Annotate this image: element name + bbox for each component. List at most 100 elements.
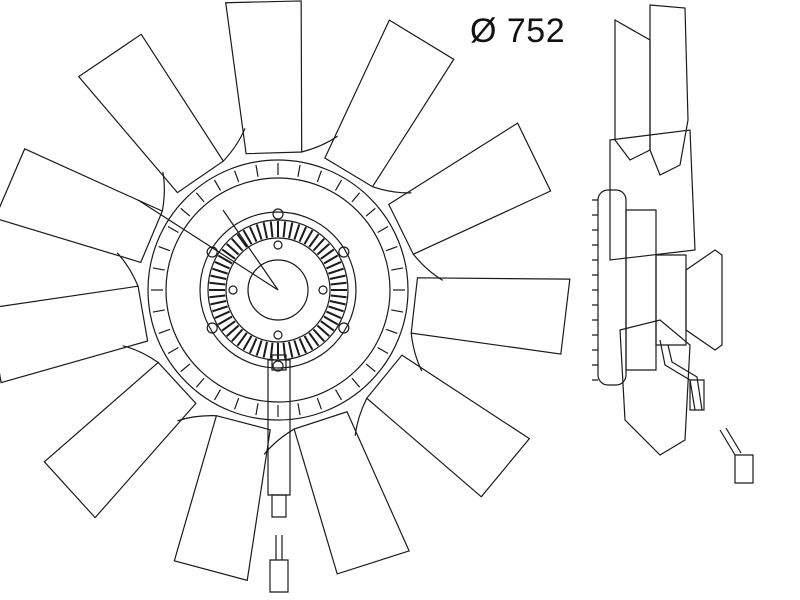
leader-line — [223, 210, 278, 290]
ring-rib — [159, 329, 170, 333]
fan-blade — [389, 123, 551, 254]
ring-rib — [386, 247, 397, 251]
fan-front-view — [0, 1, 570, 592]
sensor-plug — [272, 495, 286, 517]
inner-bolt — [274, 241, 282, 249]
ring-rib — [153, 268, 165, 270]
ring-rib — [317, 171, 321, 182]
fan-blade — [0, 286, 148, 382]
clutch-fin — [326, 312, 341, 319]
clutch-fin — [271, 343, 273, 359]
blade-root-curve — [411, 333, 422, 371]
ring-rib — [181, 364, 190, 372]
sensor-connector — [270, 560, 288, 592]
clutch-fin — [218, 317, 232, 325]
mounting-bolt — [339, 323, 349, 333]
fan-blade — [0, 149, 162, 263]
ring-rib — [235, 398, 239, 409]
clutch-fin — [264, 342, 267, 358]
ring-rib — [298, 165, 300, 177]
side-clutch-plate — [626, 210, 656, 370]
fan-blade — [226, 1, 302, 154]
blade-root-curve — [264, 429, 294, 454]
blade-root-curve — [355, 398, 367, 436]
ring-rib — [215, 180, 221, 190]
clutch-fin — [257, 224, 262, 239]
ring-rib — [352, 193, 360, 202]
ring-rib — [391, 268, 403, 270]
clutch-fin — [326, 262, 341, 269]
clutch-fin — [244, 336, 252, 350]
clutch-fin — [294, 224, 299, 239]
clutch-fin — [309, 234, 318, 247]
clutch-fin — [321, 249, 334, 258]
mounting-bolt — [273, 361, 283, 371]
clutch-fin — [211, 276, 227, 279]
clutch-fin — [324, 317, 338, 325]
fan-blade — [325, 20, 454, 187]
clutch-fin — [264, 223, 267, 239]
ring-rib — [196, 193, 204, 202]
blade-root-curve — [223, 128, 245, 161]
blade-root-curve — [413, 254, 442, 280]
hub-center — [248, 260, 308, 320]
clutch-fin-inner — [226, 238, 330, 342]
clutch-fin — [331, 296, 347, 298]
ring-rib — [256, 165, 258, 177]
clutch-fin — [300, 338, 307, 353]
clutch-fin — [330, 276, 346, 279]
ring-rib — [196, 378, 204, 387]
ring-rib — [336, 180, 342, 190]
clutch-fin — [222, 249, 235, 258]
clutch-fin — [317, 244, 329, 255]
fan-side-view — [592, 5, 753, 483]
sensor-wire — [276, 535, 282, 560]
side-hub-shroud — [610, 130, 695, 260]
ring-rib — [256, 403, 258, 415]
fan-blade — [174, 416, 270, 581]
diameter-label: Ø 752 — [470, 12, 566, 50]
fan-blade — [367, 355, 530, 497]
ring-rib — [336, 390, 342, 400]
clutch-fin — [321, 321, 334, 330]
clutch-fin — [222, 321, 235, 330]
blade-root-curve — [177, 416, 216, 421]
ring-rib — [366, 364, 375, 372]
clutch-fin — [227, 325, 239, 336]
mounting-bolt — [207, 323, 217, 333]
ring-rib — [317, 398, 321, 409]
clutch-fin — [300, 227, 307, 242]
mounting-bolt — [273, 209, 283, 219]
leader-line — [138, 200, 278, 290]
inner-bolt — [274, 331, 282, 339]
blade-root-curve — [162, 172, 164, 211]
blade-root-curve — [302, 136, 338, 152]
clutch-fin — [305, 336, 313, 350]
ring-rib — [153, 310, 165, 312]
fan-blade — [294, 412, 409, 574]
clutch-fin — [209, 296, 225, 298]
clutch-fin — [289, 223, 292, 239]
ring-rib — [181, 208, 190, 216]
clutch-fin — [309, 333, 318, 346]
side-mounting-flange — [686, 250, 722, 350]
sensor-arm — [268, 360, 290, 495]
clutch-fin — [317, 325, 329, 336]
clutch-fin — [257, 340, 262, 355]
hub-flange — [200, 212, 356, 368]
ring-rib — [168, 227, 178, 233]
clutch-fin — [218, 256, 232, 264]
clutch-fin — [313, 329, 324, 341]
clutch-fin — [227, 244, 239, 255]
clutch-fin — [330, 301, 346, 304]
clutch-fin — [284, 343, 286, 359]
ring-rib — [366, 208, 375, 216]
clutch-fin — [212, 306, 227, 311]
fan-blade — [79, 34, 224, 192]
ring-rib — [352, 378, 360, 387]
ring-rib — [378, 348, 388, 354]
mounting-bolt — [339, 247, 349, 257]
clutch-fin — [328, 269, 343, 274]
ring-rib — [378, 227, 388, 233]
